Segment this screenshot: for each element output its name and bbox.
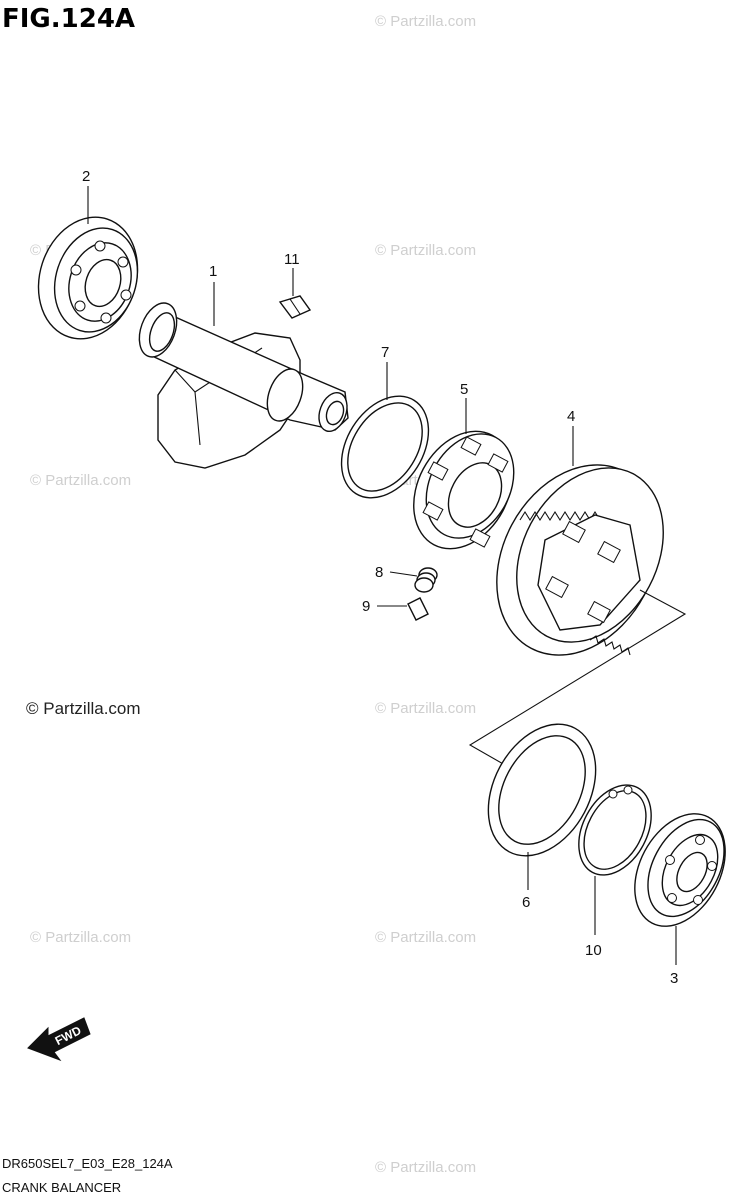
callout-4: 4 xyxy=(567,408,575,425)
callout-9: 9 xyxy=(362,598,370,615)
copyright-text: © Partzilla.com xyxy=(26,699,141,718)
watermark-3: © Partzilla.com xyxy=(375,242,476,259)
callout-1: 1 xyxy=(209,263,217,280)
bearing-left xyxy=(37,216,139,340)
watermark-4: © Partzilla.com xyxy=(30,472,131,489)
balancer-hub xyxy=(413,430,515,550)
callout-11: 11 xyxy=(284,251,300,268)
watermark-1: © Partzilla.com xyxy=(375,13,476,30)
callout-3: 3 xyxy=(670,970,678,987)
section-name: CRANK BALANCER xyxy=(2,1180,121,1195)
leader-lines xyxy=(87,186,677,965)
callouts: 2 1 11 7 5 4 8 9 6 10 3 xyxy=(82,168,678,987)
bearing-right xyxy=(634,813,726,927)
watermarks: © Partzilla.com © Partzilla.com © Partzi… xyxy=(30,13,476,1176)
watermark-7: © Partzilla.com xyxy=(30,929,131,946)
callout-10: 10 xyxy=(585,942,602,959)
figure-title: FIG.124A xyxy=(2,4,135,34)
model-code: DR650SEL7_E03_E28_124A xyxy=(2,1156,173,1171)
callout-6: 6 xyxy=(522,894,530,911)
watermark-8: © Partzilla.com xyxy=(375,929,476,946)
watermark-6: © Partzilla.com xyxy=(375,700,476,717)
washer-large xyxy=(487,723,597,857)
callout-7: 7 xyxy=(381,344,389,361)
callout-5: 5 xyxy=(460,381,468,398)
watermark-9: © Partzilla.com xyxy=(375,1159,476,1176)
key xyxy=(278,295,312,319)
spring xyxy=(414,567,438,593)
assembly-line xyxy=(468,589,687,766)
callout-2: 2 xyxy=(82,168,90,185)
circlip xyxy=(578,784,652,876)
fwd-arrow-icon: FWD xyxy=(27,1017,91,1062)
pin xyxy=(407,597,429,621)
callout-8: 8 xyxy=(375,564,383,581)
washer-small xyxy=(340,395,430,499)
balancer-driven-gear xyxy=(496,464,664,656)
balancer-shaft xyxy=(138,302,349,469)
